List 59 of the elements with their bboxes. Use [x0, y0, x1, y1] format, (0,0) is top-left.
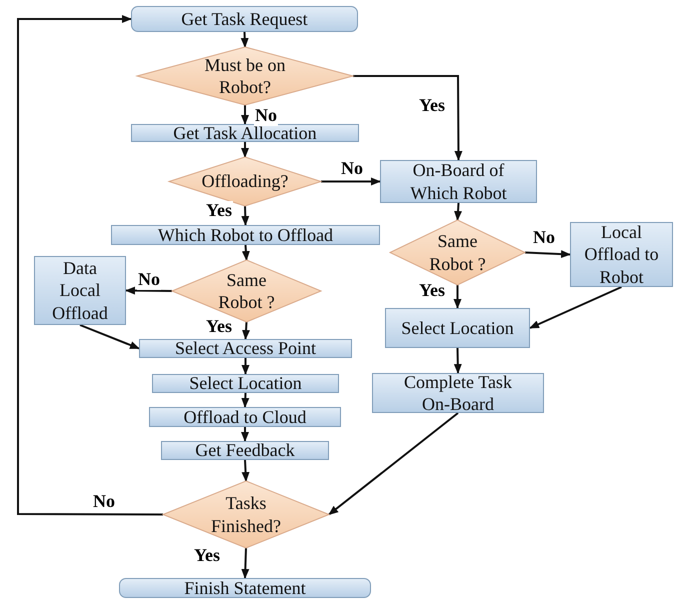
node-text: On-Board of Which Robot: [409, 159, 508, 204]
process-box: [372, 373, 544, 413]
arrow: [321, 178, 381, 186]
arrow: [241, 548, 250, 579]
node-text: Get Feedback: [195, 439, 295, 462]
arrow: [125, 286, 172, 295]
arrow: [454, 202, 462, 221]
process-box: [139, 339, 352, 358]
arrow: [242, 244, 250, 261]
decision-diamond: [137, 47, 353, 105]
node-text: Select Location: [401, 316, 514, 340]
arrow: [353, 75, 462, 161]
arrow: [454, 285, 462, 309]
process-box: [161, 441, 329, 460]
process-box: [111, 225, 380, 245]
arrow: [242, 358, 250, 375]
decision-diamond: [390, 220, 525, 285]
process-box: [131, 124, 359, 142]
node-text: Data Local Offload: [51, 256, 109, 324]
arrow: [242, 460, 250, 482]
node-text: Select Location: [189, 372, 302, 395]
node-text: Finish Statement: [184, 576, 306, 600]
arrow: [241, 105, 249, 125]
process-box: [385, 308, 530, 348]
node-text: Same Robot ?: [217, 268, 276, 314]
node-text: Offload to Cloud: [184, 406, 306, 428]
decision-diamond: [172, 260, 321, 322]
process-box: [34, 256, 126, 325]
node-text: Select Access Point: [175, 337, 316, 360]
process-box: [570, 222, 673, 287]
node-text: Complete Task On-Board: [403, 370, 513, 416]
arrow: [240, 32, 249, 48]
process-box: [149, 407, 341, 427]
arrow: [529, 286, 622, 329]
arrow: [242, 322, 250, 340]
arrow: [328, 412, 459, 516]
node-text: Offloading?: [200, 170, 290, 193]
node-text: Tasks Finished?: [210, 492, 282, 537]
arrow: [80, 324, 140, 350]
node-text: Which Robot to Offload: [158, 224, 334, 246]
node-text: Local Offload to Robot: [583, 220, 660, 288]
terminal-box: [119, 578, 371, 598]
node-text: Same Robot ?: [428, 230, 487, 275]
terminal-box: [131, 6, 358, 32]
arrow: [17, 15, 163, 516]
decision-diamond: [169, 157, 321, 206]
node-text: Must be on Robot?: [204, 54, 286, 98]
arrow: [454, 348, 462, 374]
arrow: [524, 250, 571, 258]
arrow: [241, 392, 250, 408]
node-text: Get Task Request: [181, 8, 308, 30]
arrow: [241, 427, 249, 442]
edge-label: No: [254, 106, 278, 126]
arrow: [241, 206, 250, 226]
arrow: [241, 142, 249, 158]
process-box: [380, 160, 537, 203]
process-box: [152, 374, 339, 393]
edge-label: No: [137, 270, 161, 290]
decision-diamond: [163, 481, 329, 548]
